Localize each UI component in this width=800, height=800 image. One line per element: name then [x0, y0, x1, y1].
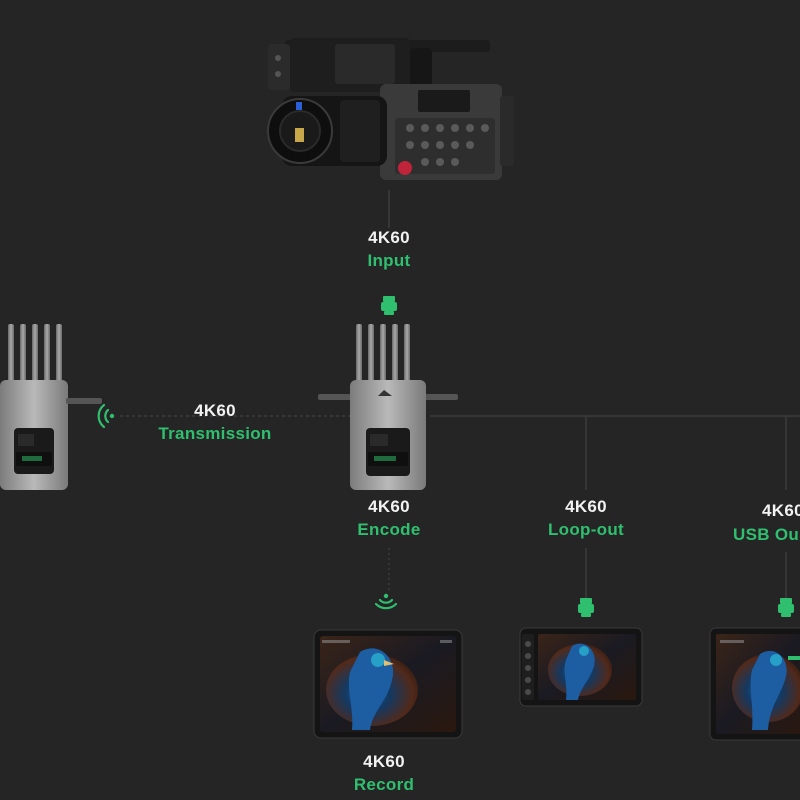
- record-label: 4K60 Record: [354, 752, 414, 795]
- hdmi-plug-icon: [578, 598, 594, 617]
- receiver-device: [0, 324, 102, 490]
- encode-function: Encode: [357, 520, 421, 539]
- transmission-resolution: 4K60: [194, 401, 236, 420]
- wireless-signal-icon: [97, 403, 115, 429]
- loop-out-label: 4K60 Loop-out: [548, 497, 624, 540]
- input-resolution: 4K60: [368, 228, 410, 247]
- record-resolution: 4K60: [363, 752, 405, 771]
- input-function: Input: [367, 251, 411, 270]
- encoder-device: [318, 324, 458, 490]
- usb-out-monitor: [709, 627, 800, 741]
- loop-out-monitor: [519, 627, 643, 707]
- cinema-camera: [267, 38, 514, 180]
- input-label: 4K60 Input: [367, 228, 410, 271]
- record-monitor: [313, 629, 463, 739]
- transmission-function: Transmission: [158, 424, 272, 443]
- usb-out-function: USB Ou: [733, 525, 800, 544]
- encode-label: 4K60 Encode: [357, 497, 420, 540]
- hdmi-plug-icon: [381, 296, 397, 315]
- transmission-label: 4K60 Transmission: [158, 401, 271, 444]
- loop-out-resolution: 4K60: [565, 497, 607, 516]
- encode-resolution: 4K60: [368, 497, 410, 516]
- record-function: Record: [353, 775, 415, 794]
- connector-lines: [120, 190, 800, 600]
- loop-out-function: Loop-out: [547, 520, 625, 539]
- wireless-signal-icon: [374, 593, 398, 610]
- usb-plug-icon: [778, 598, 794, 617]
- usb-out-resolution: 4K60: [762, 501, 800, 520]
